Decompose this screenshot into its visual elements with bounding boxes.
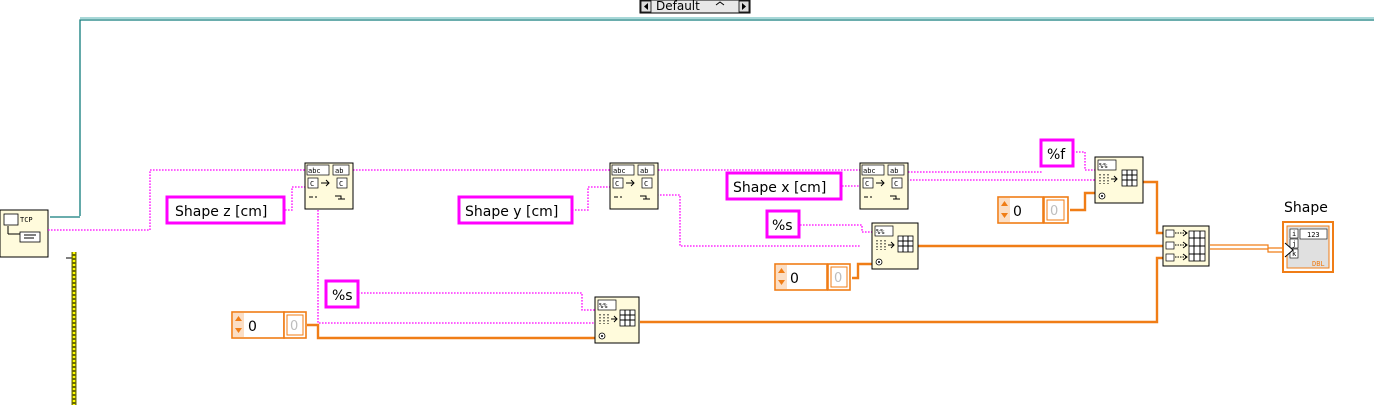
dbl-tag: DBL <box>1312 260 1325 268</box>
svg-text:C: C <box>894 180 898 188</box>
input-terminal-icon <box>1284 242 1294 258</box>
tcp-label: TCP <box>20 216 33 224</box>
numeric-ghost: 0 <box>1050 204 1058 219</box>
numeric-constant-3[interactable]: 0 0 <box>997 196 1069 224</box>
case-selector-label: Default <box>656 0 700 13</box>
numeric-value: 0 <box>248 319 257 335</box>
decrement-arrow-icon[interactable] <box>640 0 652 13</box>
svg-text:C: C <box>310 180 314 188</box>
svg-text:C: C <box>615 180 619 188</box>
shape-y-constant[interactable]: Shape y [cm] <box>457 195 574 225</box>
string-wires[interactable] <box>48 151 1095 324</box>
arrow-icon <box>626 179 635 187</box>
spreadsheet-to-array-node-2[interactable]: %% <box>871 222 919 270</box>
spinner-icon[interactable] <box>235 316 242 333</box>
numeric-constant-1[interactable]: 0 0 <box>231 311 307 339</box>
tcp-read-node[interactable]: TCP <box>0 209 49 258</box>
svg-text:abc: abc <box>613 167 626 175</box>
type-tag: 123 <box>1307 231 1320 239</box>
svg-text:%%: %% <box>1099 162 1108 170</box>
case-selector[interactable]: Default <box>639 0 751 14</box>
format-f-text: %f <box>1047 147 1066 163</box>
numeric-ghost: 0 <box>290 319 298 334</box>
svg-text:%%: %% <box>599 302 608 310</box>
arrow-icon <box>611 315 618 323</box>
display-icon <box>19 231 41 243</box>
svg-text:ab: ab <box>335 167 343 175</box>
svg-text:C: C <box>339 180 343 188</box>
format-s-constant-low[interactable]: %s <box>324 279 360 309</box>
grid-icon <box>897 235 914 253</box>
increment-arrow-icon[interactable] <box>738 0 750 13</box>
spreadsheet-to-array-node-1[interactable]: %% <box>594 296 640 344</box>
match-pattern-node-1[interactable]: abc ab C C <box>304 162 354 210</box>
svg-text:ab: ab <box>890 167 898 175</box>
build-array-node[interactable] <box>1162 225 1210 267</box>
index-j: j <box>1292 240 1296 248</box>
arrow-icon <box>876 179 885 187</box>
spinner-icon[interactable] <box>1001 201 1008 218</box>
match-pattern-node-2[interactable]: abc ab C C <box>609 162 659 210</box>
indicator-label: Shape <box>1284 200 1328 216</box>
error-wire[interactable] <box>66 252 77 405</box>
computer-icon <box>3 213 19 226</box>
index-i: i <box>1292 230 1296 238</box>
numeric-constant-2[interactable]: 0 0 <box>774 263 851 291</box>
dropdown-icon[interactable] <box>715 1 725 6</box>
svg-text:abc: abc <box>308 167 321 175</box>
shape-z-text: Shape z [cm] <box>175 204 267 220</box>
format-f-constant[interactable]: %f <box>1039 138 1075 168</box>
shape-indicator[interactable]: Shape i j k 123 DBL <box>1282 200 1334 273</box>
format-s-constant-mid[interactable]: %s <box>765 209 801 239</box>
shape-x-text: Shape x [cm] <box>733 180 826 196</box>
svg-text:C: C <box>865 180 869 188</box>
shape-x-constant[interactable]: Shape x [cm] <box>725 171 843 201</box>
numeric-value: 0 <box>1013 204 1022 220</box>
grid-icon <box>619 309 636 327</box>
shape-z-constant[interactable]: Shape z [cm] <box>165 195 286 225</box>
arrow-icon <box>1111 175 1118 183</box>
spinner-icon[interactable] <box>778 268 785 285</box>
svg-text:abc: abc <box>863 167 876 175</box>
match-pattern-node-3[interactable]: abc ab C C <box>859 162 909 210</box>
grid-icon <box>1121 169 1138 187</box>
arrow-icon <box>888 241 895 249</box>
svg-text:ab: ab <box>640 167 648 175</box>
case-structure <box>50 17 1374 218</box>
svg-text:%%: %% <box>876 228 885 236</box>
array-output-wire[interactable] <box>1210 244 1285 253</box>
arrow-icon <box>321 179 330 187</box>
numeric-value: 0 <box>790 271 799 287</box>
svg-text:C: C <box>644 180 648 188</box>
format-s-low-text: %s <box>332 288 353 304</box>
numeric-ghost: 0 <box>834 271 842 286</box>
index-k: k <box>1292 250 1297 258</box>
numeric-wires[interactable] <box>307 180 1163 340</box>
format-s-mid-text: %s <box>772 218 793 234</box>
shape-y-text: Shape y [cm] <box>465 204 558 220</box>
spreadsheet-to-array-node-3[interactable]: %% <box>1094 156 1144 204</box>
